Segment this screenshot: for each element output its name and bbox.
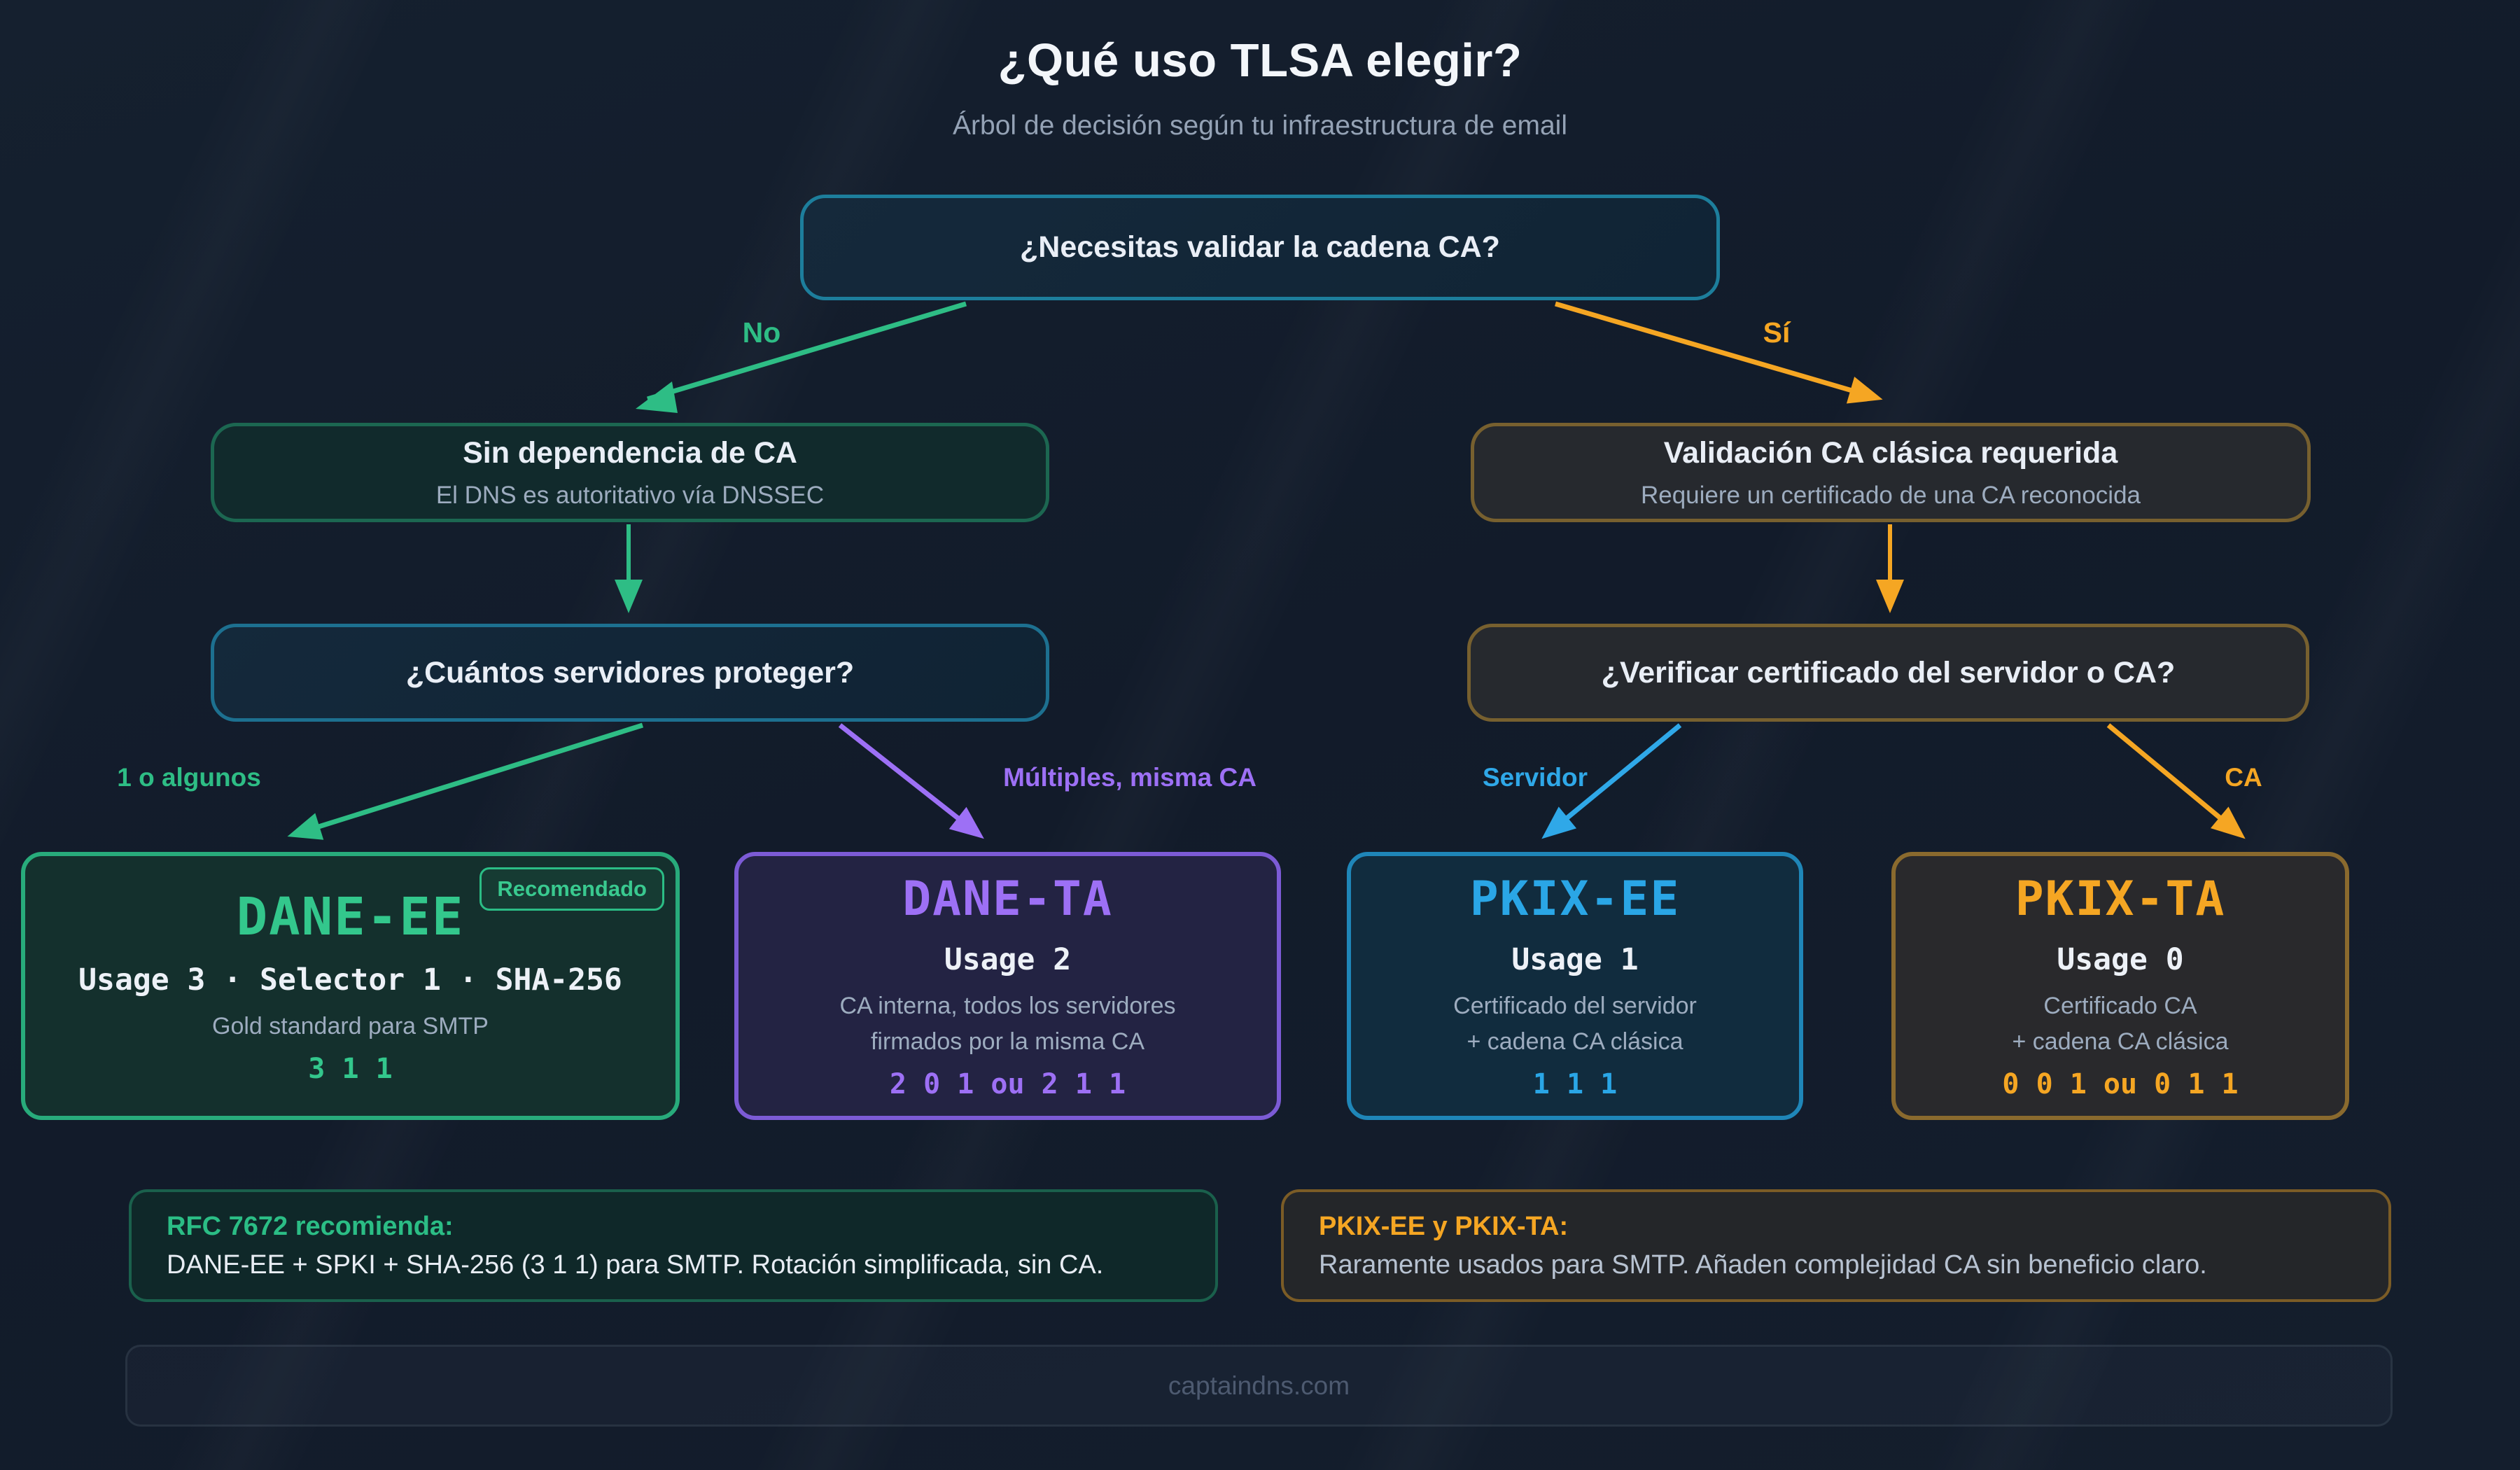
recommended-badge: Recomendado [479,867,664,911]
card-title: DANE-TA [902,872,1113,927]
node-subtitle: Requiere un certificado de una CA recono… [1640,481,2141,509]
note-pkix-warning: PKIX-EE y PKIX-TA: Raramente usados para… [1281,1189,2391,1302]
card-tlsa-code: 2 0 1 ou 2 1 1 [889,1068,1126,1100]
card-description: CA interna, todos los servidores firmado… [839,988,1175,1060]
node-title: Validación CA clásica requerida [1663,435,2118,470]
card-params: Usage 0 [2057,942,2184,977]
root-question-text: ¿Necesitas validar la cadena CA? [1020,230,1500,264]
node-how-many-servers: ¿Cuántos servidores proteger? [211,624,1049,722]
card-description: Gold standard para SMTP [212,1013,489,1040]
node-title: ¿Cuántos servidores proteger? [405,655,855,690]
card-description-line: Certificado del servidor [1453,993,1697,1019]
card-description-line: + cadena CA clásica [1466,1028,1684,1055]
footer-domain-text: captaindns.com [1168,1371,1350,1400]
edge-to-dane-ta [838,723,984,839]
card-description-line: firmados por la misma CA [870,1028,1145,1055]
edge-root-no-arrowhead [636,382,678,413]
card-dane-ta: DANE-TA Usage 2 CA interna, todos los se… [734,852,1281,1120]
node-title: ¿Verificar certificado del servidor o CA… [1601,655,2176,690]
edge-label-si: Sí [1763,316,1791,349]
node-title: Sin dependencia de CA [463,435,797,470]
edge-label-multiple-same-ca: Múltiples, misma CA [1003,763,1256,792]
edge-to-dane-ee [287,722,644,840]
card-description: Certificado CA + cadena CA clásica [2012,988,2228,1060]
card-title: DANE-EE [236,887,465,947]
card-pkix-ta: PKIX-TA Usage 0 Certificado CA + cadena … [1891,852,2349,1120]
edge-root-to-si [1555,301,1883,404]
card-pkix-ee: PKIX-EE Usage 1 Certificado del servidor… [1347,852,1803,1120]
note-rfc-7672: RFC 7672 recomienda: DANE-EE + SPKI + SH… [129,1189,1218,1302]
card-tlsa-code: 3 1 1 [308,1053,393,1085]
node-subtitle: El DNS es autoritativo vía DNSSEC [435,481,825,509]
edge-to-pkix-ee [1541,723,1682,839]
card-tlsa-code: 0 0 1 ou 0 1 1 [2002,1068,2239,1100]
note-heading: RFC 7672 recomienda: [167,1211,454,1241]
card-title: PKIX-EE [1469,872,1681,927]
card-dane-ee: Recomendado DANE-EE Usage 3 · Selector 1… [21,852,680,1120]
page-subtitle: Árbol de decisión según tu infraestructu… [953,111,1567,141]
edge-root-to-no [646,301,967,402]
card-description: Certificado del servidor + cadena CA clá… [1453,988,1697,1060]
edge-label-server: Servidor [1482,763,1588,792]
edge-label-one-or-few: 1 o algunos [117,763,261,792]
note-body: Raramente usados para SMTP. Añaden compl… [1319,1250,2207,1280]
edge-label-no: No [742,316,781,349]
note-body: DANE-EE + SPKI + SHA-256 (3 1 1) para SM… [167,1250,1104,1280]
card-title: PKIX-TA [2015,872,2226,927]
node-root-question: ¿Necesitas validar la cadena CA? [800,195,1720,300]
card-tlsa-code: 1 1 1 [1532,1068,1618,1100]
node-verify-server-or-ca: ¿Verificar certificado del servidor o CA… [1467,624,2309,722]
edge-to-pkix-ta [2106,723,2246,839]
card-description-line: CA interna, todos los servidores [839,993,1176,1019]
footer-watermark: captaindns.com [125,1345,2393,1427]
card-description-line: + cadena CA clásica [2012,1028,2229,1055]
page-title: ¿Qué uso TLSA elegir? [997,34,1522,87]
edge-label-ca: CA [2225,763,2262,792]
node-classic-ca-validation: Validación CA clásica requerida Requiere… [1471,423,2311,522]
node-no-ca-dependency: Sin dependencia de CA El DNS es autorita… [211,423,1049,522]
card-description-line: Certificado CA [2043,993,2197,1019]
card-params: Usage 3 · Selector 1 · SHA-256 [78,962,622,997]
note-heading: PKIX-EE y PKIX-TA: [1319,1211,1569,1241]
card-params: Usage 1 [1511,942,1639,977]
card-params: Usage 2 [944,942,1072,977]
